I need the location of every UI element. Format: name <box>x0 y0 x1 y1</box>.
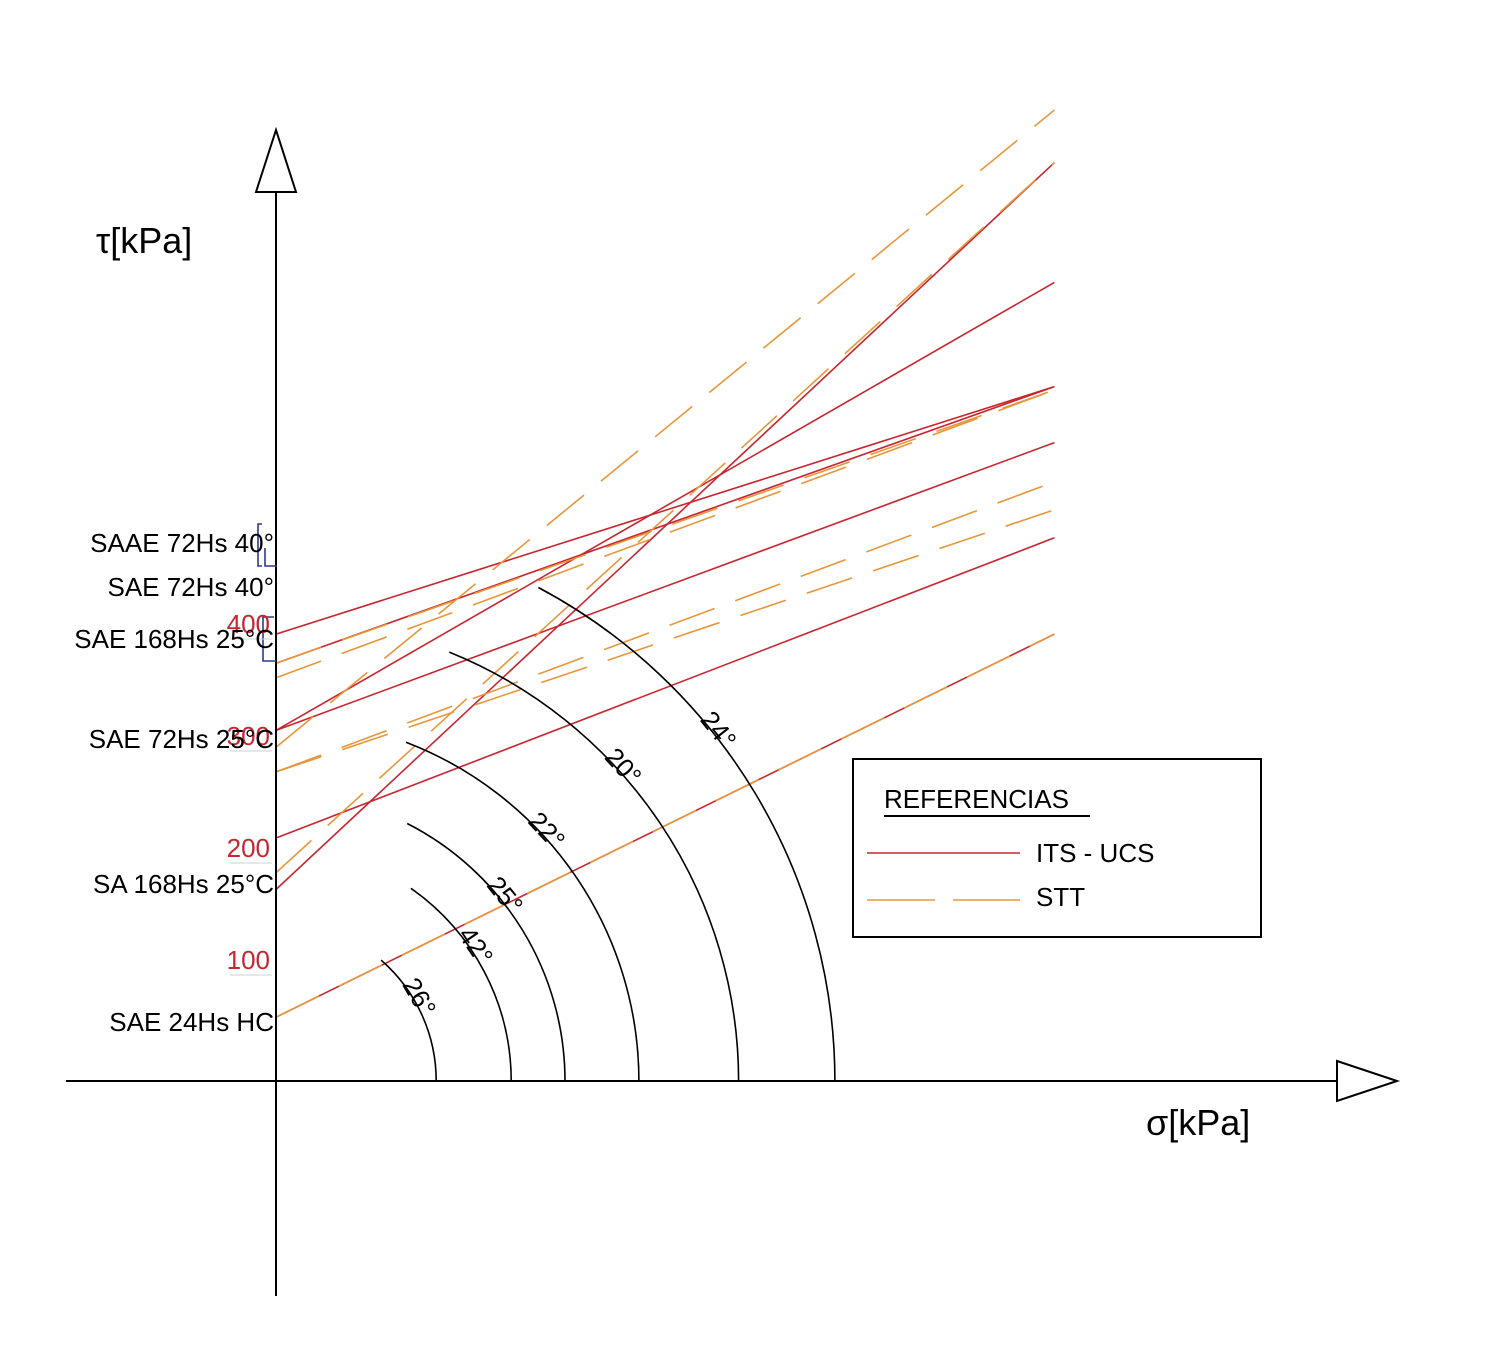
its-ucs-line-5 <box>275 537 1055 839</box>
angle-arc-6 <box>538 586 836 1082</box>
arcs-group: 26°42°25°22°20°24° <box>380 586 836 1082</box>
bracket-40c-inner <box>264 548 277 567</box>
its-ucs-line-3 <box>275 441 1055 732</box>
legend-label-stt: STT <box>1036 882 1085 912</box>
bracket-40c <box>257 523 262 567</box>
arc-label-5: 20° <box>599 742 648 791</box>
y-tick-label-200: 200 <box>227 833 270 863</box>
legend-box <box>852 758 1262 938</box>
row-label-4: SAE 72Hs 25°C <box>89 724 274 754</box>
its-ucs-line-4 <box>275 281 1055 732</box>
arc-label-6: 24° <box>695 705 743 754</box>
y-axis-label: τ[kPa] <box>96 220 192 261</box>
angle-arc-4 <box>405 741 640 1082</box>
arc-label-2: 42° <box>452 921 499 970</box>
angle-arc-1 <box>380 959 437 1082</box>
legend: REFERENCIAS ITS - UCS STT <box>852 758 1262 938</box>
stt-line-11 <box>275 509 1055 773</box>
its-ucs-line-6 <box>275 162 1055 891</box>
row-label-3: SAE 168Hs 25°C <box>74 624 274 654</box>
row-label-6: SAE 24Hs HC <box>109 1007 274 1037</box>
its-ucs-line-2 <box>275 385 1055 664</box>
its-ucs-line-1 <box>275 385 1055 635</box>
y-ticks-group: 100 200 300 400 <box>227 609 272 976</box>
x-axis-arrow <box>1336 1059 1401 1103</box>
arc-label-1: 26° <box>397 972 443 1021</box>
y-tick-label-100: 100 <box>227 945 270 975</box>
row-labels-group: SAAE 72Hs 40° SAE 72Hs 40° SAE 168Hs 25°C S… <box>74 528 274 1037</box>
arc-label-4: 22° <box>522 806 571 855</box>
row-label-2: SAE 72Hs 40° <box>108 572 275 602</box>
angle-arc-5 <box>448 651 740 1082</box>
legend-title: REFERENCIAS <box>884 784 1069 814</box>
angle-arc-3 <box>406 822 566 1082</box>
legend-label-its: ITS - UCS <box>1036 838 1154 868</box>
y-tick-label-400: 400 <box>227 609 270 639</box>
series-group <box>275 109 1055 1018</box>
stt-line-12 <box>275 109 1055 748</box>
stt-line-14 <box>275 633 1055 1018</box>
stt-line-13 <box>275 162 1055 874</box>
stt-line-8 <box>275 389 1055 679</box>
angle-arc-2 <box>410 887 512 1082</box>
row-label-1: SAAE 72Hs 40° <box>90 528 274 558</box>
y-tick-label-300: 300 <box>227 721 270 751</box>
y-axis-arrow <box>254 126 298 193</box>
x-axis-label: σ[kPa] <box>1146 1102 1250 1143</box>
axes-group: σ[kPa] τ[kPa] <box>66 126 1401 1296</box>
row-label-5: SA 168Hs 25°C <box>93 869 274 899</box>
